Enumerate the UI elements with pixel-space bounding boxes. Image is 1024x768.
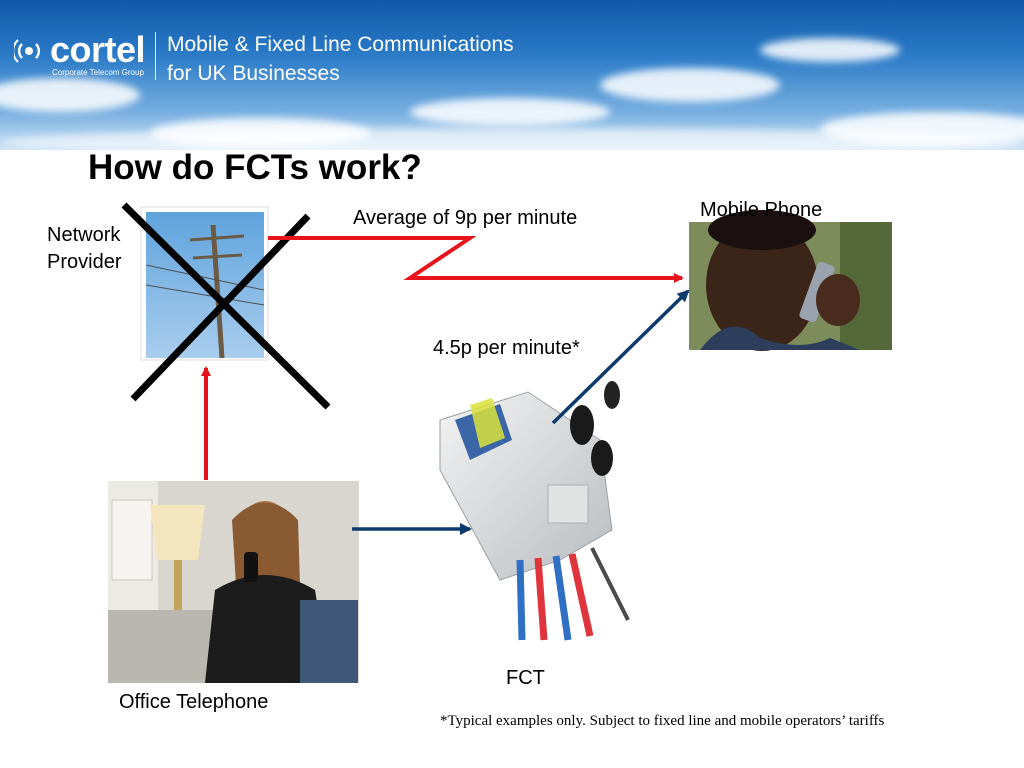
fct-rate-label: 4.5p per minute* bbox=[433, 337, 580, 359]
slide-title: How do FCTs work? bbox=[88, 148, 422, 187]
footnote: *Typical examples only. Subject to fixed… bbox=[440, 713, 885, 729]
fct-device-image bbox=[424, 376, 651, 665]
network-provider-label-line-2: Provider bbox=[47, 251, 122, 273]
brand-logo: cortel bbox=[14, 29, 146, 70]
network-provider-label-line-1: Network bbox=[47, 224, 121, 246]
brand-name: cortel bbox=[50, 29, 146, 70]
brand-subtitle: Corporate Telecom Group bbox=[52, 68, 144, 77]
logo-divider bbox=[155, 32, 156, 80]
office-telephone-image bbox=[108, 481, 359, 683]
signal-icon bbox=[14, 39, 41, 63]
mobile-phone-image bbox=[689, 210, 892, 351]
tagline-line-1: Mobile & Fixed Line Communications bbox=[167, 33, 514, 56]
fct-label: FCT bbox=[506, 667, 545, 689]
mobile-phone-label: Mobile Phone bbox=[700, 199, 823, 221]
network-provider-label: Network Provider bbox=[47, 222, 121, 276]
network-to-mobile-arrow bbox=[268, 236, 684, 283]
network-rate-label: Average of 9p per minute bbox=[353, 207, 578, 229]
brand-tagline: Mobile & Fixed Line Communications for U… bbox=[167, 30, 514, 88]
header-banner: cortel Corporate Telecom Group Mobile & … bbox=[0, 0, 1024, 150]
tagline-line-2: for UK Businesses bbox=[167, 62, 340, 85]
fct-to-mobile-arrow bbox=[551, 289, 690, 425]
office-telephone-label: Office Telephone bbox=[119, 691, 269, 713]
network-provider-cross-out bbox=[121, 202, 331, 410]
